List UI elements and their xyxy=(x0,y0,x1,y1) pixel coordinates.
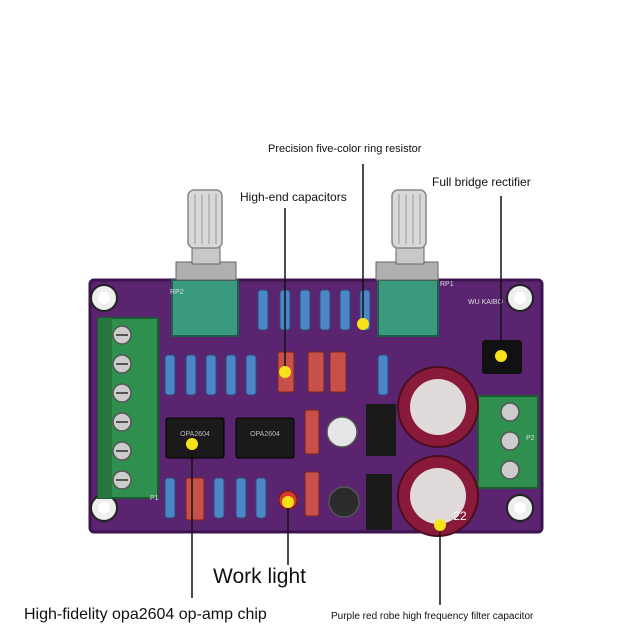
terminal-right-label: P2 xyxy=(526,435,535,442)
board-model-text: WU KAIBO xyxy=(468,299,504,306)
regulators xyxy=(366,404,396,530)
power-terminal-block xyxy=(477,395,539,489)
capacitor-marking: 22 xyxy=(453,509,467,523)
potentiometer-left xyxy=(171,189,239,337)
pot-left-label: RP2 xyxy=(170,289,184,296)
pot-right-label: RP1 xyxy=(440,281,454,288)
potentiometer-right xyxy=(375,189,439,337)
terminal-left-label: P1 xyxy=(150,495,159,502)
mounting-holes xyxy=(90,284,534,522)
callout-opamp: High-fidelity opa2604 op-amp chip xyxy=(24,606,267,623)
callout-markers xyxy=(186,318,507,531)
callout-capacitors: High-end capacitors xyxy=(240,190,347,204)
ceramic-capacitors xyxy=(326,416,360,518)
input-terminal-block xyxy=(97,317,159,499)
callout-resistor: Precision five-color ring resistor xyxy=(268,143,422,155)
opamp-marking-left: OPA2604 xyxy=(180,431,210,438)
resistor-array-middle xyxy=(164,354,389,396)
electrolytic-capacitors: 22 xyxy=(397,366,479,537)
callout-rectifier: Full bridge rectifier xyxy=(432,175,531,189)
film-capacitors xyxy=(185,351,347,521)
opamp-marking-right: OPA2604 xyxy=(250,431,280,438)
callout-lines xyxy=(191,164,502,605)
resistor-array-bottom xyxy=(164,477,267,519)
callout-filter-capacitor: Purple red robe high frequency filter ca… xyxy=(331,611,534,622)
callout-work-light: Work light xyxy=(213,565,306,588)
opamp-chips: OPA2604 OPA2604 xyxy=(165,417,295,459)
